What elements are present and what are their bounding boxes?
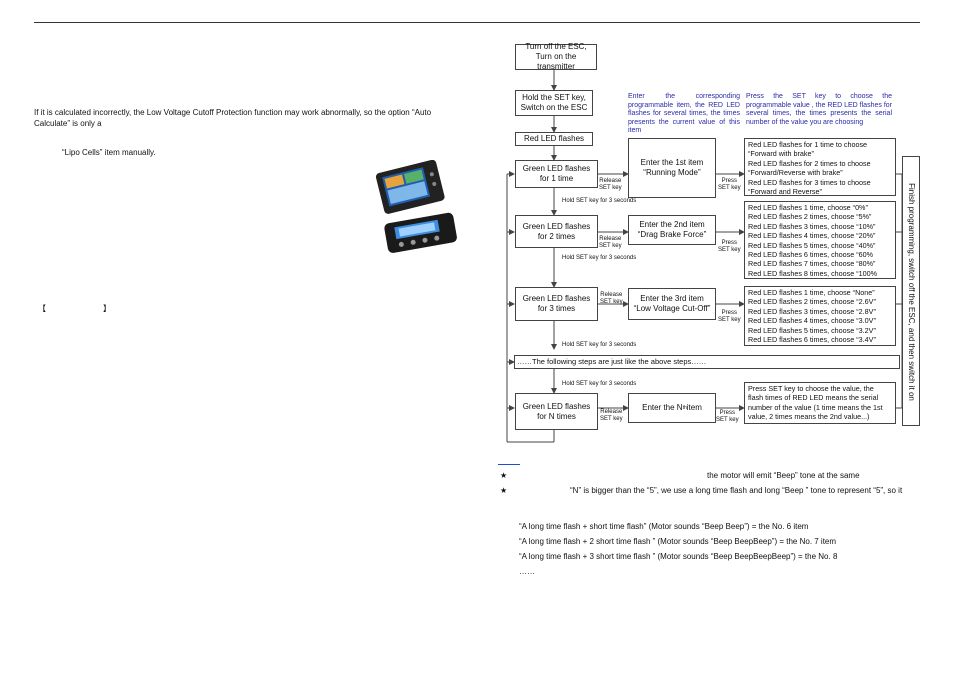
values-running-mode: Red LED flashes for 1 time to choose “Fo… (744, 138, 896, 196)
finish-label: Finish programming, switch off the ESC, … (907, 183, 916, 401)
hold-label-1: Hold SET key for 3 seconds (562, 198, 637, 204)
example-item-6: “A long time flash + short time flash” (… (519, 522, 809, 531)
value-line: Red LED flashes 4 times, choose “3.0V” (748, 316, 876, 326)
note-choose-value: Press the SET key to choose the programm… (746, 93, 892, 126)
hold-label-2: Hold SET key for 3 seconds (562, 255, 637, 261)
values-low-voltage: Red LED flashes 1 time, choose “None” Re… (744, 286, 896, 346)
value-line: Red LED flashes 2 times, choose “2.6V” (748, 297, 876, 307)
item-n-text: Enter the N (642, 403, 683, 412)
step-green-n: Green LED flashes for N times (515, 393, 598, 430)
example-ellipsis: …… (519, 567, 535, 576)
step-start: Turn off the ESC, Turn on the transmitte… (515, 42, 597, 71)
release-label-1: Release SET key (599, 178, 622, 191)
press-label-3: Press SET key (718, 310, 741, 323)
value-line: “Forward/Reverse with brake” (748, 168, 843, 178)
value-line: Red LED flashes 5 times, choose “40%” (748, 240, 876, 250)
item-n-sup: th (682, 405, 687, 411)
value-line: Red LED flashes 1 time, choose “0%” (748, 203, 868, 212)
value-line: Press SET key to choose the value, the (748, 384, 874, 393)
step-item-2: Enter the 2nd item “Drag Brake Force” (628, 215, 716, 245)
step-red-led: Red LED flashes (515, 132, 593, 146)
press-label-n: Press SET key (716, 410, 739, 423)
value-line: “Forward and Reverse” (748, 187, 822, 197)
value-line: Red LED flashes 3 times, choose “2.8V” (748, 306, 876, 316)
note-rule (498, 464, 520, 465)
bracket-open: 【 (38, 304, 46, 313)
step-green-2: Green LED flashes for 2 times (515, 215, 598, 248)
example-item-8: “A long time flash + 3 short time flash … (519, 552, 838, 561)
step-following: ……The following steps are just like the … (514, 355, 900, 369)
program-card-image (375, 160, 457, 253)
paragraph-lipo-cells: “Lipo Cells” item manually. (62, 148, 156, 157)
release-label-3: Release SET key (600, 292, 623, 305)
value-line: Red LED flashes 2 times, choose “5%” (748, 212, 872, 222)
note-n-bigger: “N” is bigger than the “5”, we use a lon… (570, 486, 903, 495)
item-n-tail: item (686, 403, 702, 412)
value-line: value, 2 times means the 2nd value...) (748, 412, 870, 422)
value-line: Red LED flashes 3 times, choose “10%” (748, 221, 876, 231)
paragraph-auto-calculate: If it is calculated incorrectly, the Low… (34, 108, 432, 128)
value-line: number of the value (1 time means the 1s… (748, 402, 883, 412)
hold-label-4: Hold SET key for 3 seconds (562, 381, 637, 387)
star-icon: ★ (500, 471, 508, 480)
value-line: Red LED flashes for 3 times to choose (748, 177, 871, 187)
press-label-1: Press SET key (718, 178, 741, 191)
hold-label-3: Hold SET key for 3 seconds (562, 342, 637, 348)
press-label-2: Press SET key (718, 240, 741, 253)
release-label-2: Release SET key (599, 236, 622, 249)
value-line: Red LED flashes for 2 times to choose (748, 158, 871, 168)
star-icon: ★ (500, 486, 508, 495)
step-item-1: Enter the 1st item “Running Mode” (628, 138, 716, 198)
bracket-close: 】 (103, 304, 111, 313)
step-green-3: Green LED flashes for 3 times (515, 287, 598, 321)
value-line: Red LED flashes 5 times, choose “3.2V” (748, 325, 876, 335)
note-beep-same: the motor will emit “Beep” tone at the s… (707, 471, 860, 480)
value-line: Red LED flashes 6 times, choose “3.4V” (748, 335, 876, 345)
step-item-3: Enter the 3rd item “Low Voltage Cut-Off” (628, 288, 716, 320)
value-line: flash times of RED LED means the serial (748, 393, 879, 403)
example-item-7: “A long time flash + 2 short time flash … (519, 537, 837, 546)
values-item-n: Press SET key to choose the value, the f… (744, 382, 896, 424)
release-label-n: Release SET key (600, 409, 623, 422)
value-line: Red LED flashes for 1 time to choose (748, 140, 868, 149)
value-line: Red LED flashes 1 time, choose “None” (748, 288, 875, 297)
step-hold-set: Hold the SET key, Switch on the ESC (515, 90, 593, 116)
header-rule (34, 22, 920, 23)
step-green-1: Green LED flashes for 1 time (515, 160, 598, 188)
value-line: Red LED flashes 6 times, choose “60% (748, 250, 874, 260)
step-finish: Finish programming, switch off the ESC, … (902, 156, 920, 426)
value-line: Red LED flashes 7 times, choose “80%” (748, 259, 876, 269)
value-line: Red LED flashes 4 times, choose “20%” (748, 231, 876, 241)
note-current-value: Enter the corresponding programmable ite… (628, 93, 740, 134)
values-drag-brake: Red LED flashes 1 time, choose “0%” Red … (744, 201, 896, 279)
value-line: “Forward with brake” (748, 149, 814, 159)
value-line: Red LED flashes 8 times, choose “100% (748, 268, 878, 278)
